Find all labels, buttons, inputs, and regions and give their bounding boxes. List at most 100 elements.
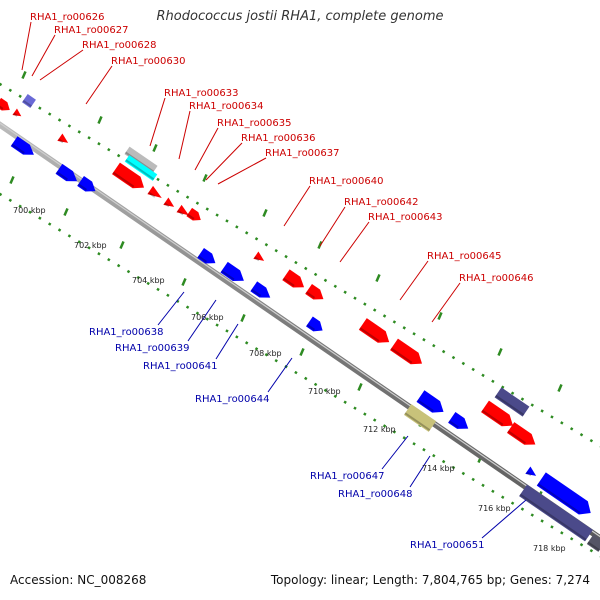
forward-gene-label-leader bbox=[339, 221, 370, 263]
misc-feature bbox=[124, 155, 158, 181]
scale-label: 700 kbp bbox=[13, 206, 46, 215]
reverse-gene-label: RHA1_ro00638 bbox=[89, 327, 164, 338]
reverse-gene bbox=[220, 261, 244, 282]
forward-gene-label: RHA1_ro00626 bbox=[30, 12, 105, 23]
reverse-gene-shade bbox=[417, 399, 434, 412]
reverse-gene-shade bbox=[306, 323, 315, 331]
forward-gene-shade bbox=[13, 112, 18, 117]
scale-label: 706 kbp bbox=[191, 313, 224, 322]
forward-gene-label: RHA1_ro00645 bbox=[427, 251, 502, 262]
reverse-gene-label-leader bbox=[267, 357, 293, 393]
misc-feature-shade bbox=[587, 541, 600, 552]
forward-gene-label-leader bbox=[85, 65, 113, 105]
reverse-gene-shade bbox=[197, 255, 208, 263]
scale-label: 718 kbp bbox=[533, 544, 566, 553]
scale-label: 708 kbp bbox=[249, 349, 282, 358]
misc-feature-shade bbox=[125, 159, 155, 181]
forward-gene-label-leader bbox=[431, 282, 461, 323]
lower-tick bbox=[9, 176, 15, 184]
forward-gene-shade bbox=[305, 291, 316, 299]
forward-gene bbox=[282, 269, 305, 288]
forward-gene bbox=[112, 162, 145, 189]
forward-gene-shade bbox=[359, 327, 380, 342]
reverse-gene bbox=[55, 163, 78, 182]
forward-gene-label-leader bbox=[283, 185, 311, 227]
forward-gene bbox=[186, 207, 201, 221]
gene-features bbox=[0, 94, 600, 552]
forward-gene-shade bbox=[282, 277, 295, 287]
reverse-gene-label-leader bbox=[215, 323, 239, 360]
reverse-gene bbox=[416, 390, 444, 413]
forward-gene-shade bbox=[507, 430, 526, 444]
misc-feature bbox=[586, 534, 600, 552]
scale-label: 716 kbp bbox=[478, 504, 511, 513]
upper-tick bbox=[317, 241, 323, 249]
reverse-gene-shade bbox=[220, 270, 235, 281]
misc-feature bbox=[22, 94, 36, 108]
upper-tick bbox=[202, 174, 208, 182]
forward-gene-label: RHA1_ro00635 bbox=[217, 118, 292, 129]
upper-tick bbox=[497, 348, 503, 356]
misc-feature-shade bbox=[404, 412, 431, 432]
reverse-gene-shade bbox=[525, 471, 532, 477]
reverse-gene-label: RHA1_ro00639 bbox=[115, 343, 190, 354]
lower-tick bbox=[181, 278, 187, 286]
forward-gene-shade bbox=[163, 202, 170, 208]
forward-gene bbox=[147, 185, 162, 198]
misc-feature bbox=[403, 404, 437, 432]
forward-gene-label: RHA1_ro00646 bbox=[459, 273, 534, 284]
forward-gene-label: RHA1_ro00628 bbox=[82, 40, 157, 51]
forward-gene-shade bbox=[253, 256, 260, 262]
upper-tick bbox=[375, 274, 381, 282]
forward-gene-shade bbox=[186, 213, 195, 220]
reverse-gene-shade bbox=[11, 143, 25, 154]
forward-gene bbox=[57, 133, 69, 143]
forward-gene bbox=[305, 283, 324, 300]
guide-track-upper bbox=[0, 82, 600, 448]
misc-feature-shade bbox=[125, 151, 155, 173]
upper-tick bbox=[21, 71, 27, 79]
forward-gene-shade bbox=[112, 171, 135, 188]
scale-label: 710 kbp bbox=[308, 387, 341, 396]
misc-feature-shade bbox=[495, 394, 525, 416]
lower-tick bbox=[63, 208, 69, 216]
reverse-gene-shade bbox=[448, 420, 459, 429]
reverse-gene-shade bbox=[250, 288, 262, 297]
genome-title: Rhodococcus jostii RHA1, complete genome bbox=[156, 9, 444, 24]
misc-feature-shade bbox=[22, 99, 32, 108]
forward-gene-label: RHA1_ro00630 bbox=[111, 56, 186, 67]
reverse-gene-label: RHA1_ro00647 bbox=[310, 471, 385, 482]
forward-gene-shade bbox=[390, 347, 413, 364]
forward-gene-shade bbox=[481, 409, 504, 426]
forward-gene-label: RHA1_ro00643 bbox=[368, 212, 443, 223]
forward-gene bbox=[0, 97, 10, 111]
scale-label: 702 kbp bbox=[74, 241, 107, 250]
reverse-gene-label-leader bbox=[409, 455, 431, 488]
forward-gene-label-leader bbox=[31, 34, 56, 77]
forward-gene-shade bbox=[177, 209, 184, 216]
forward-gene-label-leader bbox=[319, 206, 346, 247]
gene-callouts: RHA1_ro00626RHA1_ro00627RHA1_ro00628RHA1… bbox=[21, 12, 534, 551]
scale-label: 712 kbp bbox=[363, 425, 396, 434]
forward-gene-label-leader bbox=[194, 127, 219, 171]
reverse-gene bbox=[536, 472, 591, 515]
reverse-gene bbox=[197, 247, 216, 264]
lower-tick bbox=[240, 314, 246, 322]
forward-gene-label-leader bbox=[217, 157, 267, 185]
reverse-gene-label-leader bbox=[381, 435, 409, 470]
forward-gene-shade bbox=[147, 191, 156, 198]
upper-tick bbox=[152, 144, 158, 152]
guide-track-lower bbox=[0, 192, 600, 558]
forward-gene-label-leader bbox=[21, 21, 32, 71]
misc-feature bbox=[519, 484, 593, 542]
accession-text: Accession: NC_008268 bbox=[10, 573, 147, 587]
reverse-gene-label: RHA1_ro00648 bbox=[338, 489, 413, 500]
tick-guides bbox=[0, 71, 600, 558]
reverse-gene-shade bbox=[77, 183, 88, 191]
forward-gene bbox=[481, 400, 514, 427]
forward-gene-label-leader bbox=[149, 97, 166, 147]
reverse-gene-shade bbox=[537, 483, 581, 514]
forward-gene bbox=[390, 338, 423, 365]
reverse-gene bbox=[10, 136, 34, 155]
